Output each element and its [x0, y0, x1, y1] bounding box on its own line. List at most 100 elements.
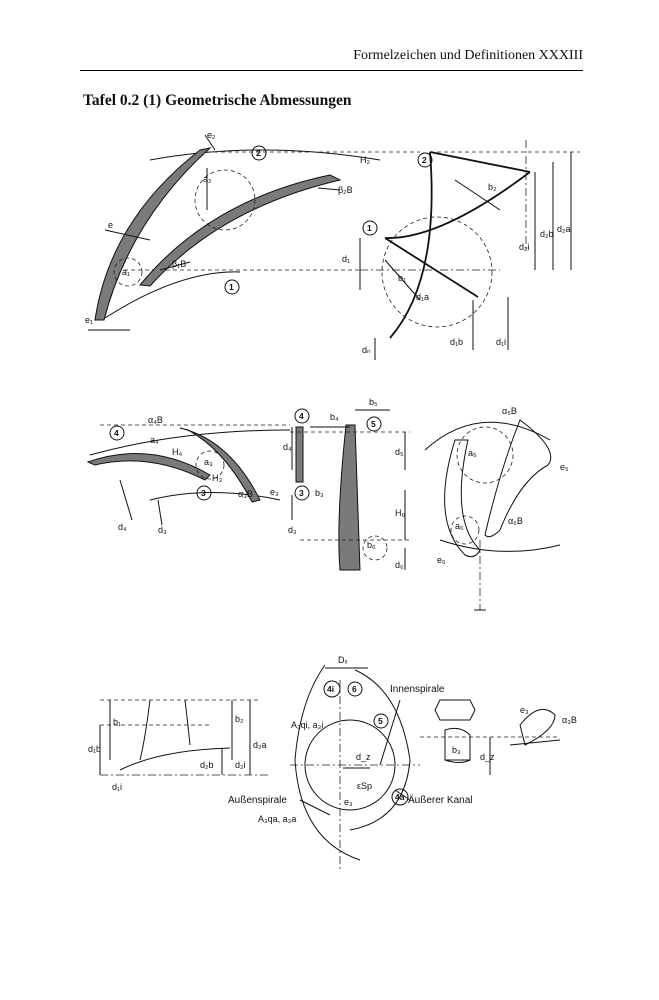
alpha3B-line — [509, 739, 561, 746]
tongue-detail-figure: e₃ α₃B b₃ d_z — [420, 699, 577, 775]
b6-circle — [362, 535, 388, 561]
label-b6: b₆ — [367, 540, 376, 550]
outer-circle-arc — [149, 149, 381, 161]
label-a6: a₆ — [455, 521, 464, 531]
d3-leader — [157, 499, 163, 526]
diffuser-vane-1 — [86, 453, 211, 481]
label-d1b-bl: d₁b — [88, 744, 101, 754]
label-b1-bl: b₁ — [113, 717, 121, 727]
circle-4a — [391, 788, 409, 806]
label-aeusserer-kanal: Äußerer Kanal — [408, 794, 472, 806]
label-H6: H₆ — [395, 508, 405, 518]
impeller-blade-figure: e₂ a₂ H₂ β₂B e a₁ β₁B e₁ 2 1 — [85, 130, 420, 331]
return-vane-2 — [484, 419, 552, 538]
label-d2a: d₂a — [557, 224, 571, 234]
circle-2-right-text: 2 — [422, 155, 427, 165]
label-d2b-bl: d₂b — [200, 760, 214, 770]
circle-1-left — [224, 279, 240, 295]
label-Dd: Dₓ — [338, 655, 347, 665]
label-b3-tongue: b₃ — [452, 745, 461, 755]
inner-spiral-wall — [349, 669, 411, 831]
circle-2-right — [417, 152, 433, 168]
circle-1-left-text: 1 — [229, 282, 234, 292]
label-a4: a₄ — [150, 435, 159, 445]
label-b3-mid: b₃ — [315, 488, 324, 498]
label-a2: a₂ — [203, 174, 212, 184]
label-e3-casing: e₃ — [344, 797, 353, 807]
label-d1b: d₁b — [450, 337, 463, 347]
label-dn: dₙ — [362, 345, 371, 355]
hub-circle — [381, 216, 493, 328]
circle-4a-text: 4a — [395, 792, 405, 802]
header-title: Formelzeichen und Definitionen XXXIII — [353, 48, 583, 63]
table-title: Tafel 0.2 (1) Geometrische Abmessungen — [83, 92, 352, 109]
aussenspirale-leader — [299, 799, 331, 816]
label-alpha6B: α₆B — [508, 516, 523, 526]
diffuser-vane-2 — [179, 427, 261, 503]
diffuser-vane-figure: α₄B a₄ H₄ a₃ H₃ α₃B e₃ d₄ d₃ 4 3 — [86, 415, 291, 535]
label-a5: a₅ — [468, 448, 477, 458]
circle-1-right-text: 1 — [367, 223, 372, 233]
inner-circle-arc — [104, 271, 241, 319]
label-aussenspirale: Außenspirale — [228, 795, 287, 806]
label-d1: d₁ — [342, 254, 350, 264]
circle-6 — [347, 681, 363, 697]
label-beta1B: β₁B — [172, 259, 186, 269]
label-e5: e₅ — [560, 462, 569, 472]
beta2B-leader — [317, 187, 341, 191]
outlet-edge — [429, 151, 531, 173]
inlet-section-figure: b₁ d₁b d₁i b₂ d₂a d₂b d₂i — [88, 699, 270, 792]
label-alpha5B: α₅B — [502, 406, 517, 416]
label-H2: H₂ — [360, 155, 370, 165]
label-d1i: d₁i — [496, 337, 506, 347]
vaneless-wall — [295, 426, 304, 483]
label-alpha3B-tongue: α₃B — [562, 715, 577, 725]
circle-4i — [323, 680, 341, 698]
e-leader — [104, 229, 151, 241]
circle-4-mid — [294, 408, 310, 424]
label-d4: d₄ — [118, 522, 127, 532]
circle-5-mid-text: 5 — [371, 419, 376, 429]
beta1B-leader — [159, 261, 191, 271]
circle-3-mid-text: 3 — [299, 488, 304, 498]
label-b2-bl: b₂ — [235, 714, 244, 724]
tongue-profile-top — [434, 699, 476, 721]
b2-dimension — [454, 179, 501, 211]
circle-4-left-text: 4 — [114, 428, 119, 438]
innenspirale-leader — [379, 699, 401, 766]
blade-2 — [139, 174, 342, 287]
return-vane-1 — [444, 439, 481, 558]
label-d1i-bl: d₁i — [112, 782, 122, 792]
label-epsSp: εSp — [357, 781, 372, 791]
d4-leader — [119, 479, 133, 521]
header-rule — [80, 70, 583, 71]
label-e3: e₃ — [270, 487, 279, 497]
return-inner-arc — [439, 539, 561, 552]
circle-2-left-text: 2 — [256, 148, 261, 158]
label-e: e — [108, 220, 113, 230]
a6-circle — [450, 515, 480, 545]
circle-3-left — [196, 485, 212, 501]
hub-contour — [119, 747, 231, 771]
a3-circle — [195, 450, 225, 480]
a5-circle — [456, 426, 514, 484]
circle-5-casing-text: 5 — [378, 716, 383, 726]
blade-1 — [94, 147, 212, 321]
circle-4-mid-text: 4 — [299, 411, 304, 421]
outlet-throat-circle — [194, 169, 256, 231]
label-b2: b₂ — [488, 182, 497, 192]
shroud-contour — [384, 171, 531, 239]
label-b5: b₅ — [369, 397, 378, 407]
label-e2: e₂ — [207, 130, 216, 140]
label-innenspirale: Innenspirale — [390, 684, 445, 695]
label-A3qi: A₃qi, a₃i — [291, 720, 323, 730]
circle-2-left — [251, 145, 267, 161]
label-d3-mid: d₃ — [288, 525, 297, 535]
diffuser-meridional-figure: b₄ b₅ d₄ d₅ b₃ H₆ b₆ d₃ d₆ 4 3 5 — [283, 397, 410, 571]
outer-spiral-wall — [294, 664, 361, 861]
inlet-contour-2 — [184, 699, 191, 746]
circle-6-text: 6 — [352, 684, 357, 694]
circle-1-right — [362, 220, 378, 236]
label-d4-mid: d₄ — [283, 442, 292, 452]
label-d6: d₆ — [395, 560, 404, 570]
